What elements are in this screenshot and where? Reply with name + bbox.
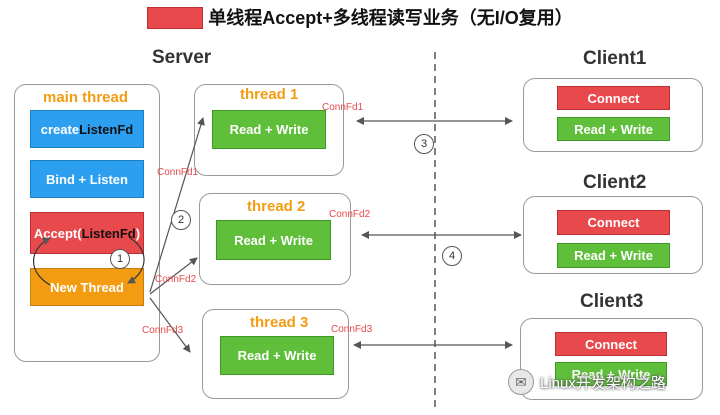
arrow-to-thread2 xyxy=(149,257,198,295)
accept-fd-label: ListenFd xyxy=(81,225,136,241)
client3-connect-box: Connect xyxy=(555,332,667,356)
client2-heading: Client2 xyxy=(583,172,647,193)
client3-heading: Client3 xyxy=(580,291,644,312)
thread2-connfd-label: ConnFd2 xyxy=(329,209,371,220)
client1-read-write-box: Read + Write xyxy=(557,117,670,141)
thread1-connfd-label: ConnFd1 xyxy=(322,102,364,113)
client1-heading: Client1 xyxy=(583,48,647,69)
title-text: 单线程Accept+多线程读写业务（无I/O复用） xyxy=(208,8,573,28)
client2-read-write-box: Read + Write xyxy=(557,243,670,268)
client3-panel xyxy=(520,318,703,400)
loop-down-arc xyxy=(127,237,145,284)
accept-box: Accept(ListenFd) xyxy=(30,212,144,254)
bind-listen-box: Bind + Listen xyxy=(30,160,144,198)
title-model-prefix: 模型二 xyxy=(147,7,204,29)
watermark-text: Linux开发架构之路 xyxy=(540,374,666,392)
accept-prefix: Accept( xyxy=(33,225,82,241)
thread3-connfd-label: ConnFd3 xyxy=(331,324,373,335)
thread3-read-write-box: Read + Write xyxy=(220,336,334,375)
new-thread-box: New Thread xyxy=(30,268,144,306)
arrow-to-thread3 xyxy=(149,297,191,353)
thread1-label: thread 1 xyxy=(240,86,299,103)
arrow-to-thread1 xyxy=(149,117,205,293)
step-1-badge: 1 xyxy=(110,249,130,269)
arrow1-connfd-label: ConnFd1 xyxy=(157,167,199,178)
create-label: create xyxy=(40,121,80,137)
step-2-badge: 2 xyxy=(171,210,191,230)
thread1-read-write-box: Read + Write xyxy=(212,110,326,149)
arrow2-connfd-label: ConnFd2 xyxy=(155,274,197,285)
server-heading: Server xyxy=(152,47,212,68)
loop-up-arc xyxy=(33,237,51,286)
wechat-icon: ✉ xyxy=(508,369,534,395)
arrow3-connfd-label: ConnFd3 xyxy=(142,325,184,336)
client1-connect-box: Connect xyxy=(557,86,670,110)
client2-connect-box: Connect xyxy=(557,210,670,235)
step-3-badge: 3 xyxy=(414,134,434,154)
thread2-read-write-box: Read + Write xyxy=(216,220,331,260)
create-fd-label: ListenFd xyxy=(79,121,134,137)
diagram-title: 模型二 单线程Accept+多线程读写业务（无I/O复用） xyxy=(0,4,720,30)
accept-suffix: ) xyxy=(135,225,141,241)
thread2-label: thread 2 xyxy=(247,198,306,215)
watermark: ✉ Linux开发架构之路 xyxy=(508,369,666,395)
thread3-label: thread 3 xyxy=(250,314,309,331)
create-listenfd-box: create ListenFd xyxy=(30,110,144,148)
step-4-badge: 4 xyxy=(442,246,462,266)
main-thread-label: main thread xyxy=(43,89,129,106)
client3-read-write-box: Read + Write xyxy=(555,362,667,386)
